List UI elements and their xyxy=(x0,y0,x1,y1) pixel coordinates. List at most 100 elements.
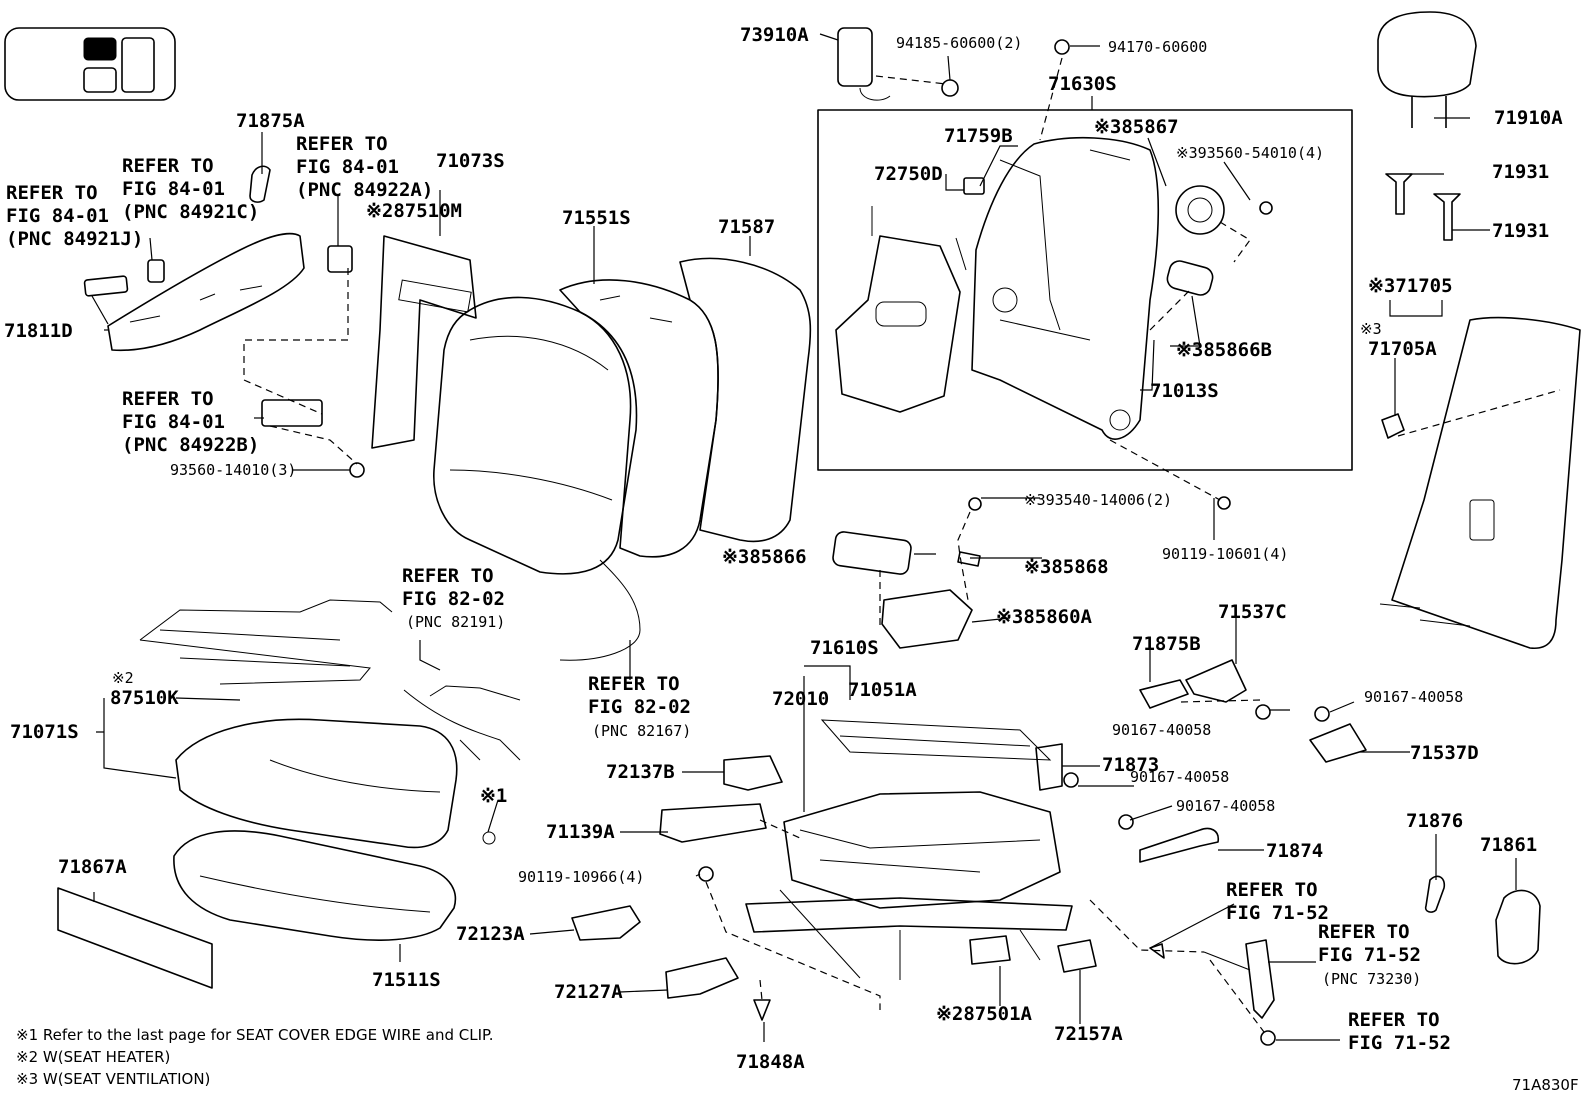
refer-82191-l1: REFER TO xyxy=(402,565,494,587)
belt-buckle-shape xyxy=(1245,939,1275,1019)
label-94170-60600: 94170-60600 xyxy=(1108,38,1207,56)
switch-bezel-shape xyxy=(83,275,129,297)
label-71875b: 71875B xyxy=(1132,633,1201,655)
seat-back-frame-shape xyxy=(971,137,1160,440)
side-shield-shape xyxy=(107,232,305,352)
headrest-shape xyxy=(1377,11,1477,98)
label-85868: 85868 xyxy=(1051,556,1108,578)
svg-text:※385867: ※385867 xyxy=(1094,116,1179,138)
label-71051a: 71051A xyxy=(848,679,917,701)
label-71876: 71876 xyxy=(1406,810,1463,832)
label-73910a: 73910A xyxy=(740,24,809,46)
label-93540-14006: 93540-14006(2) xyxy=(1046,491,1172,509)
label-93560-54010: 93560-54010(4) xyxy=(1198,144,1324,162)
refer-7152b-l2: FIG 71-52 xyxy=(1348,1032,1451,1054)
refer-82191-l3: (PNC 82191) xyxy=(406,613,505,631)
refer-84922a-l2: FIG 84-01 xyxy=(296,156,399,178)
duct-85866b-shape xyxy=(1166,260,1214,296)
refer-84921c-l3: (PNC 84921C) xyxy=(122,201,259,223)
mark-x1: ※1 xyxy=(480,785,507,807)
label-71139a: 71139A xyxy=(546,821,615,843)
duct-85866-shape xyxy=(832,531,912,575)
mark-87510m: ※2 xyxy=(366,200,393,222)
svg-text:※385860A: ※385860A xyxy=(996,606,1093,628)
label-71551s: 71551S xyxy=(562,207,631,229)
refer-82167-l3: (PNC 82167) xyxy=(592,722,691,740)
back-board-shape xyxy=(679,257,812,543)
mark-85866b: ※3 xyxy=(1176,339,1203,361)
svg-text:※287510M: ※287510M xyxy=(366,200,462,222)
label-93560-14010: 93560-14010(3) xyxy=(170,461,296,479)
label-85867: 85867 xyxy=(1121,116,1178,138)
cover-71139a-shape xyxy=(659,803,767,843)
svg-text:※385868: ※385868 xyxy=(1024,556,1109,578)
refer-84921j-l2: FIG 84-01 xyxy=(6,205,109,227)
label-85866: 85866 xyxy=(749,546,806,568)
refer-84922b-l1: REFER TO xyxy=(122,388,214,410)
label-71873: 71873 xyxy=(1102,754,1159,776)
seat-back-plate-shape xyxy=(835,235,961,413)
seat-position-indicator xyxy=(4,27,176,101)
label-90167-a: 90167-40058 xyxy=(1112,721,1211,739)
label-72750d: 72750D xyxy=(874,163,943,185)
svg-text:※385866: ※385866 xyxy=(722,546,807,568)
seatback-board-right-shape xyxy=(1391,316,1581,649)
knob-71861-shape xyxy=(1495,889,1541,965)
refer-84921j-l3: (PNC 84921J) xyxy=(6,228,143,250)
refer-84922a-l3: (PNC 84922A) xyxy=(296,179,433,201)
harness-82167-shape xyxy=(403,685,521,761)
refer-73230-l3: (PNC 73230) xyxy=(1322,970,1421,988)
figure-code: 71A830F xyxy=(1512,1076,1579,1094)
seat-cushion-pad-shape xyxy=(175,718,458,849)
seat-frame-shape xyxy=(783,791,1061,909)
refer-blocks: REFER TO FIG 84-01 (PNC 84921J) REFER TO… xyxy=(6,133,1451,1054)
label-71511s: 71511S xyxy=(372,969,441,991)
footnote-2: ※2 W(SEAT HEATER) xyxy=(16,1048,170,1066)
label-85866b: 85866B xyxy=(1203,339,1272,361)
svg-text:※385866B: ※385866B xyxy=(1176,339,1272,361)
label-71759b: 71759B xyxy=(944,125,1013,147)
label-71867a: 71867A xyxy=(58,856,127,878)
label-71630s: 71630S xyxy=(1048,73,1117,95)
refer-73230-l2: FIG 71-52 xyxy=(1318,944,1421,966)
refer-84922b-l3: (PNC 84922B) xyxy=(122,434,259,456)
label-72127a: 72127A xyxy=(554,981,623,1003)
mark-85860a: ※3 xyxy=(996,606,1023,628)
mark-87510k: ※2 xyxy=(112,669,134,687)
label-71874: 71874 xyxy=(1266,840,1323,862)
mark-71705a: ※3 xyxy=(1360,320,1382,338)
label-87510k: 87510K xyxy=(110,687,179,709)
label-94185-60600: 94185-60600(2) xyxy=(896,34,1022,52)
svg-text:※393540-14006(2): ※393540-14006(2) xyxy=(1024,491,1172,509)
knob-71875a-shape xyxy=(249,165,271,203)
label-87501a: 87501A xyxy=(963,1003,1032,1025)
seat-track-shape xyxy=(745,897,1073,933)
release-cable-shape xyxy=(1139,827,1220,863)
part-labels: 71875A 71073S ※287510M 71551S 71587 7181… xyxy=(4,24,1563,1073)
mark-71705: ※3 xyxy=(1368,275,1395,297)
label-71071s: 71071S xyxy=(10,721,79,743)
label-71931-b: 71931 xyxy=(1492,220,1549,242)
label-87510m: 87510M xyxy=(393,200,462,222)
blower-85860a-shape xyxy=(881,589,973,649)
refer-7152a-l2: FIG 71-52 xyxy=(1226,902,1329,924)
mark-87501a: ※2 xyxy=(936,1003,963,1025)
refer-84922a-l1: REFER TO xyxy=(296,133,388,155)
label-71931-a: 71931 xyxy=(1492,161,1549,183)
refer-84921c-l1: REFER TO xyxy=(122,155,214,177)
harness-82191-shape xyxy=(139,599,393,685)
refer-73230-l1: REFER TO xyxy=(1318,921,1410,943)
svg-text:※393560-54010(4): ※393560-54010(4) xyxy=(1176,144,1324,162)
lumbar-switch-shape xyxy=(837,27,873,87)
blower-shape xyxy=(1175,185,1225,235)
leader-lines xyxy=(91,33,1561,1042)
heater-pad-back-shape xyxy=(371,235,477,449)
footnote-1: ※1 Refer to the last page for SEAT COVER… xyxy=(16,1026,493,1044)
label-71013s: 71013S xyxy=(1150,380,1219,402)
refer-7152b-l1: REFER TO xyxy=(1348,1009,1440,1031)
label-71610s: 71610S xyxy=(810,637,879,659)
label-71848a: 71848A xyxy=(736,1051,805,1073)
label-72123a: 72123A xyxy=(456,923,525,945)
mark-85867: ※3 xyxy=(1094,116,1121,138)
trim-strip-shape xyxy=(57,887,213,989)
